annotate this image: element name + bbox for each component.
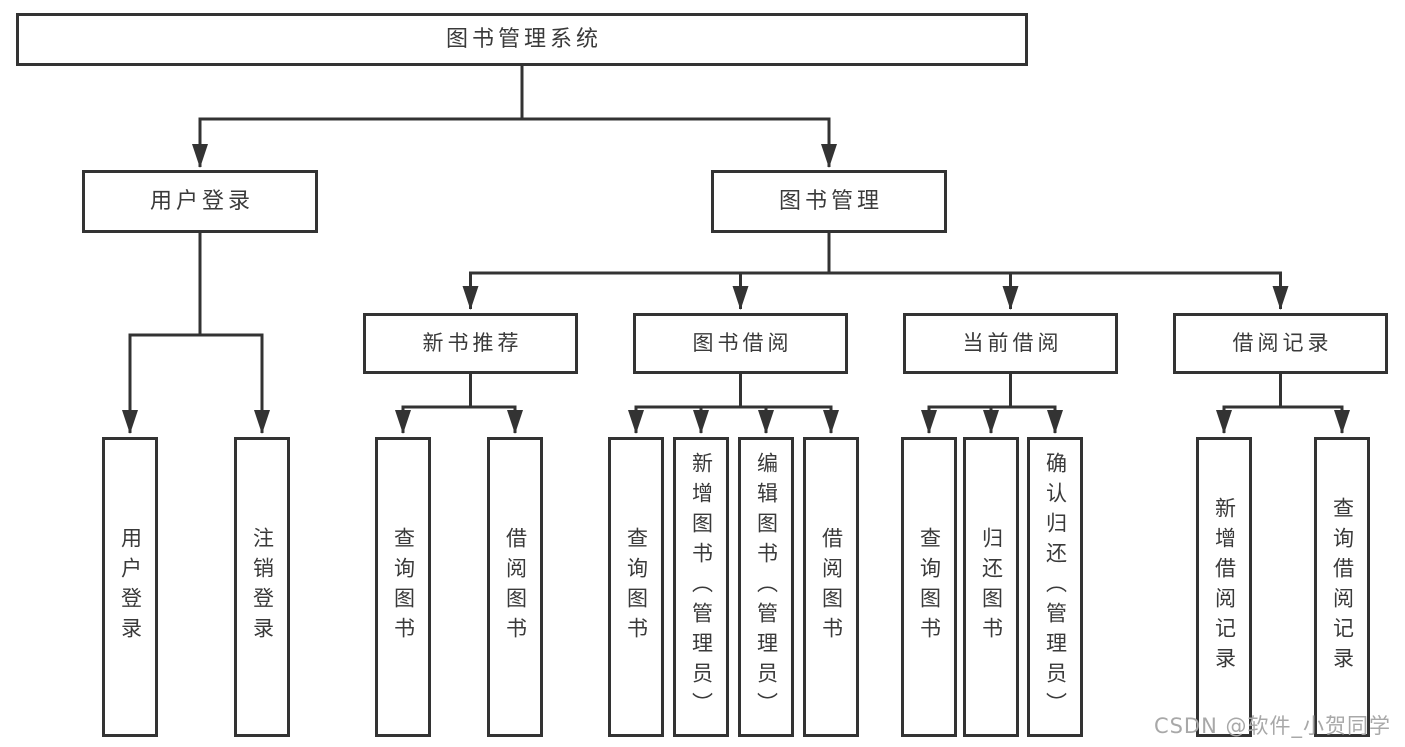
leaf-query-books-recommend: 查询图书 xyxy=(375,437,431,737)
node-new-book-recommend: 新书推荐 xyxy=(363,313,578,374)
node-user-login: 用户登录 xyxy=(82,170,318,233)
leaf-borrow-books: 借阅图书 xyxy=(803,437,859,737)
leaf-borrow-books-recommend: 借阅图书 xyxy=(487,437,543,737)
leaf-return-books: 归还图书 xyxy=(963,437,1019,737)
leaf-query-books-borrow: 查询图书 xyxy=(608,437,664,737)
leaf-logout: 注销登录 xyxy=(234,437,290,737)
leaf-user-login: 用户登录 xyxy=(102,437,158,737)
leaf-query-books-current: 查询图书 xyxy=(901,437,957,737)
leaf-add-book-admin: 新增图书（管理员） xyxy=(673,437,729,737)
leaf-edit-book-admin: 编辑图书（管理员） xyxy=(738,437,794,737)
node-current-borrow: 当前借阅 xyxy=(903,313,1118,374)
leaf-add-borrow-record: 新增借阅记录 xyxy=(1196,437,1252,737)
node-library-system: 图书管理系统 xyxy=(16,13,1028,66)
leaf-confirm-return-admin: 确认归还（管理员） xyxy=(1027,437,1083,737)
csdn-watermark: CSDN @软件_小贺同学 xyxy=(1153,714,1391,738)
node-book-borrow: 图书借阅 xyxy=(633,313,848,374)
node-borrow-records: 借阅记录 xyxy=(1173,313,1388,374)
leaf-query-borrow-record: 查询借阅记录 xyxy=(1314,437,1370,737)
node-book-management: 图书管理 xyxy=(711,170,947,233)
